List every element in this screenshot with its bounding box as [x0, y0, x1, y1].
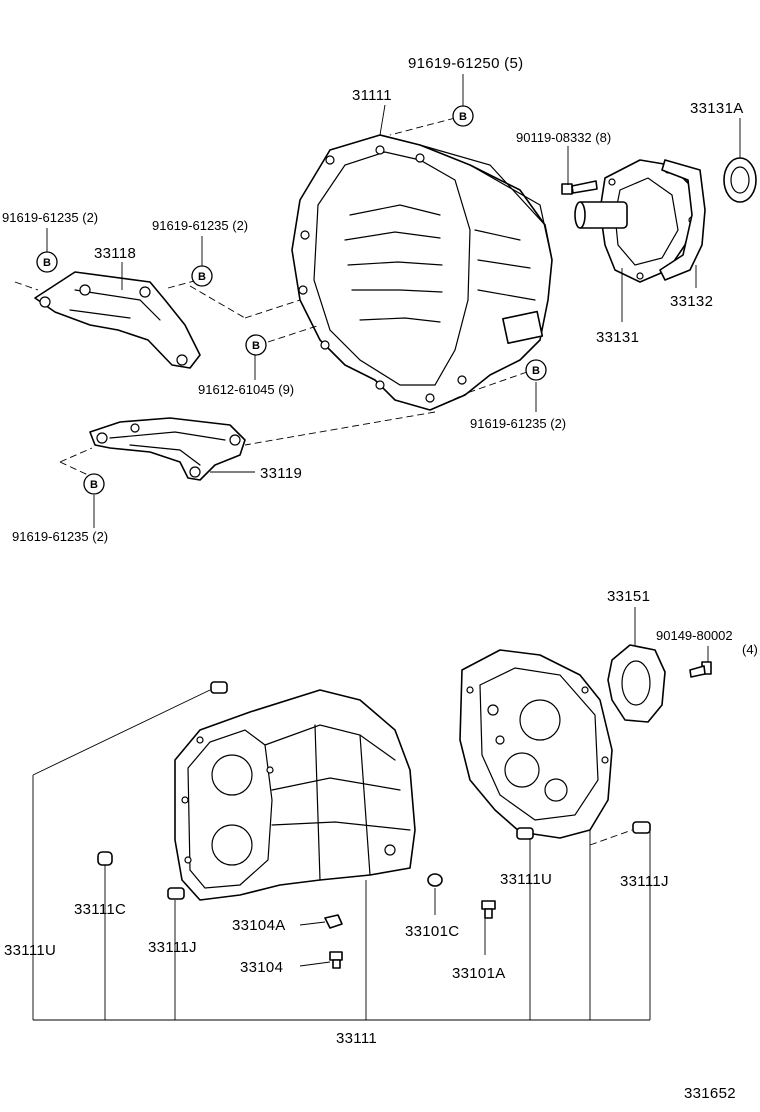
b-marker-housing: B [245, 334, 267, 356]
label-bolt-extension: 90149-80002 [656, 628, 733, 643]
plug-a[interactable] [481, 900, 496, 919]
gasket[interactable] [659, 159, 706, 281]
label-bolt-retainer: 90119-08332 (8) [516, 130, 611, 145]
label-housing-upper: 31111 [352, 87, 392, 104]
label-bracket-upper: 33118 [94, 245, 136, 262]
extension-housing[interactable] [459, 649, 613, 839]
label-pin-u-left: 33111U [4, 942, 56, 959]
bearing-retainer[interactable] [574, 159, 696, 283]
dowel-pin-c[interactable] [97, 851, 113, 866]
label-diagram-code: 331652 [684, 1085, 736, 1102]
label-pin-u-right: 33111U [500, 871, 552, 888]
label-bracket-lower: 33119 [260, 465, 302, 482]
label-pin-j-left: 33111J [148, 939, 197, 956]
bracket-lower[interactable] [89, 417, 246, 481]
label-seal-top-right: 33131A [690, 100, 744, 117]
plug-c[interactable] [427, 873, 443, 887]
label-bolt-left-mid: 91619-61235 (2) [152, 218, 248, 233]
label-plug-a2: 33101A [452, 965, 506, 982]
dowel-pin-top[interactable] [210, 681, 228, 694]
label-bolt-left-bracket: 91619-61235 (2) [2, 210, 98, 225]
svg-text:B: B [459, 111, 467, 123]
extension-seal-flange[interactable] [607, 644, 666, 723]
oil-seal[interactable] [723, 157, 757, 203]
transmission-case[interactable] [174, 689, 416, 901]
label-retainer: 33131 [596, 329, 639, 346]
label-pin-c-left: 33111C [74, 901, 126, 918]
label-bolt-top: 91619-61250 (5) [408, 55, 523, 72]
svg-text:B: B [43, 257, 51, 269]
label-pin-j-right: 33111J [620, 873, 669, 890]
bracket-upper[interactable] [34, 271, 201, 369]
svg-text:B: B [252, 340, 260, 352]
label-bolt-right: 91619-61235 (2) [470, 416, 566, 431]
b-marker-lower: B [83, 473, 105, 495]
b-marker-top: B [452, 105, 474, 127]
dowel-pin-j-left[interactable] [167, 887, 185, 900]
drain-plug[interactable] [329, 951, 343, 969]
dowel-pin-u-right[interactable] [516, 827, 534, 840]
svg-text:B: B [532, 365, 540, 377]
label-plug-c: 33101C [405, 923, 459, 940]
label-plug-a: 33104A [232, 917, 286, 934]
label-extension-seal: 33151 [607, 588, 650, 605]
label-case-main: 33111 [336, 1030, 377, 1047]
clutch-housing[interactable] [291, 134, 553, 411]
label-bolt-lower: 91619-61235 (2) [12, 529, 108, 544]
svg-text:B: B [198, 271, 206, 283]
dowel-pin-j-right[interactable] [632, 821, 651, 834]
extension-bolt[interactable] [689, 661, 712, 678]
leader-lines [14, 74, 741, 1021]
b-marker-mid: B [191, 265, 213, 287]
label-bolt-extension-qty: (4) [742, 642, 758, 657]
retainer-bolt[interactable] [561, 180, 598, 195]
b-marker-right: B [525, 359, 547, 381]
svg-text:B: B [90, 479, 98, 491]
drain-plug-a[interactable] [324, 914, 343, 929]
b-marker-left: B [36, 251, 58, 273]
label-gasket: 33132 [670, 293, 713, 310]
label-bolt-housing: 91612-61045 (9) [198, 382, 294, 397]
label-plug: 33104 [240, 959, 283, 976]
